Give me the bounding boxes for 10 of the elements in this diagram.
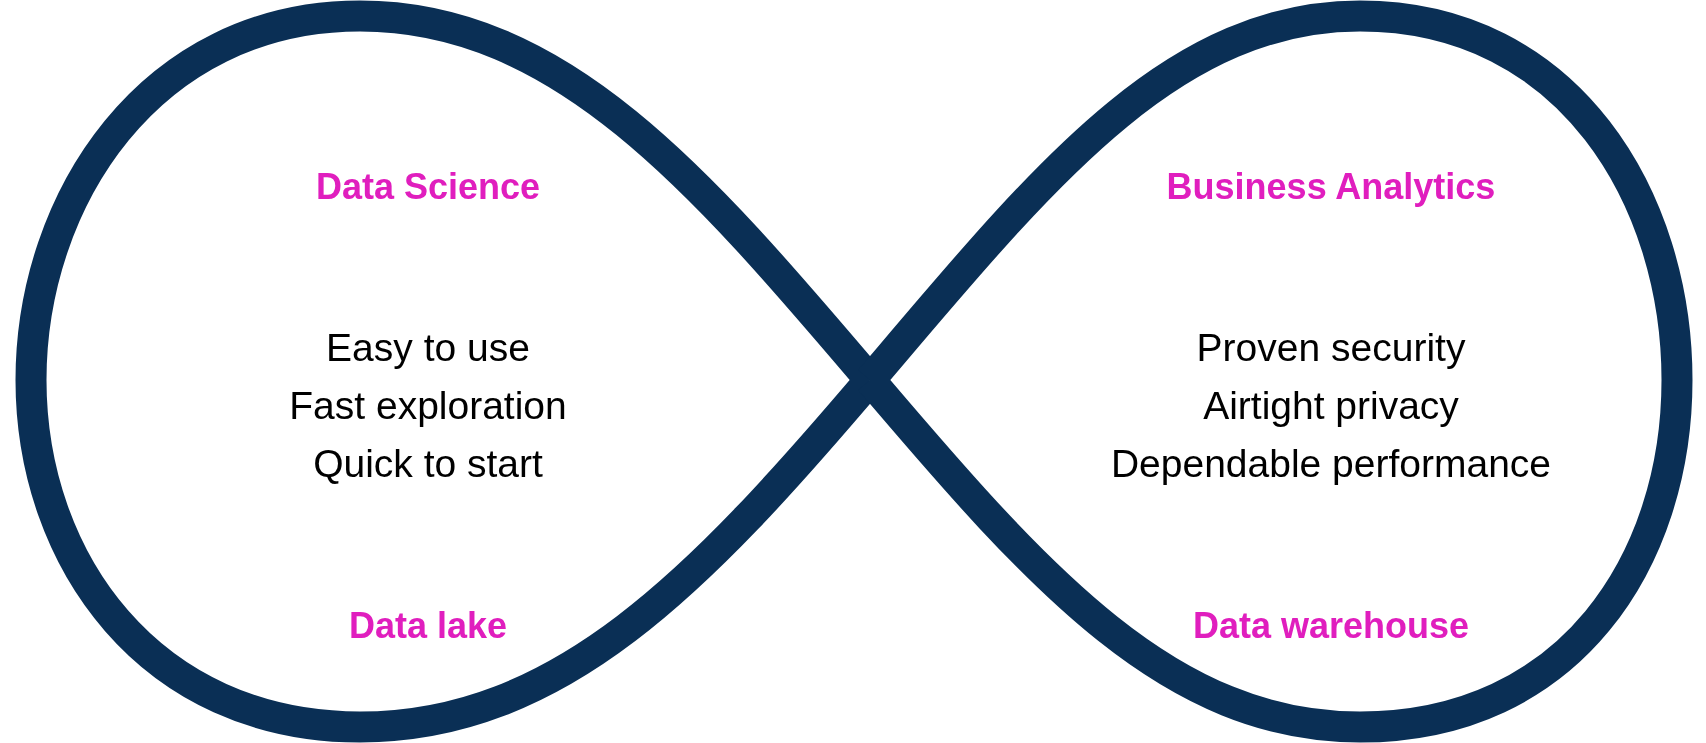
heading: Business Analytics (1166, 166, 1496, 208)
feature-text: Proven security (1196, 326, 1466, 370)
feature-text: Easy to use (326, 326, 530, 370)
category-label: Data lake (348, 605, 508, 647)
feature-text: Quick to start (313, 442, 543, 486)
feature-text: Dependable performance (1110, 442, 1552, 486)
heading: Data Science (315, 166, 541, 208)
feature-text: Airtight privacy (1203, 384, 1459, 428)
category-label: Data warehouse (1192, 605, 1470, 647)
feature-text: Fast exploration (289, 384, 567, 428)
